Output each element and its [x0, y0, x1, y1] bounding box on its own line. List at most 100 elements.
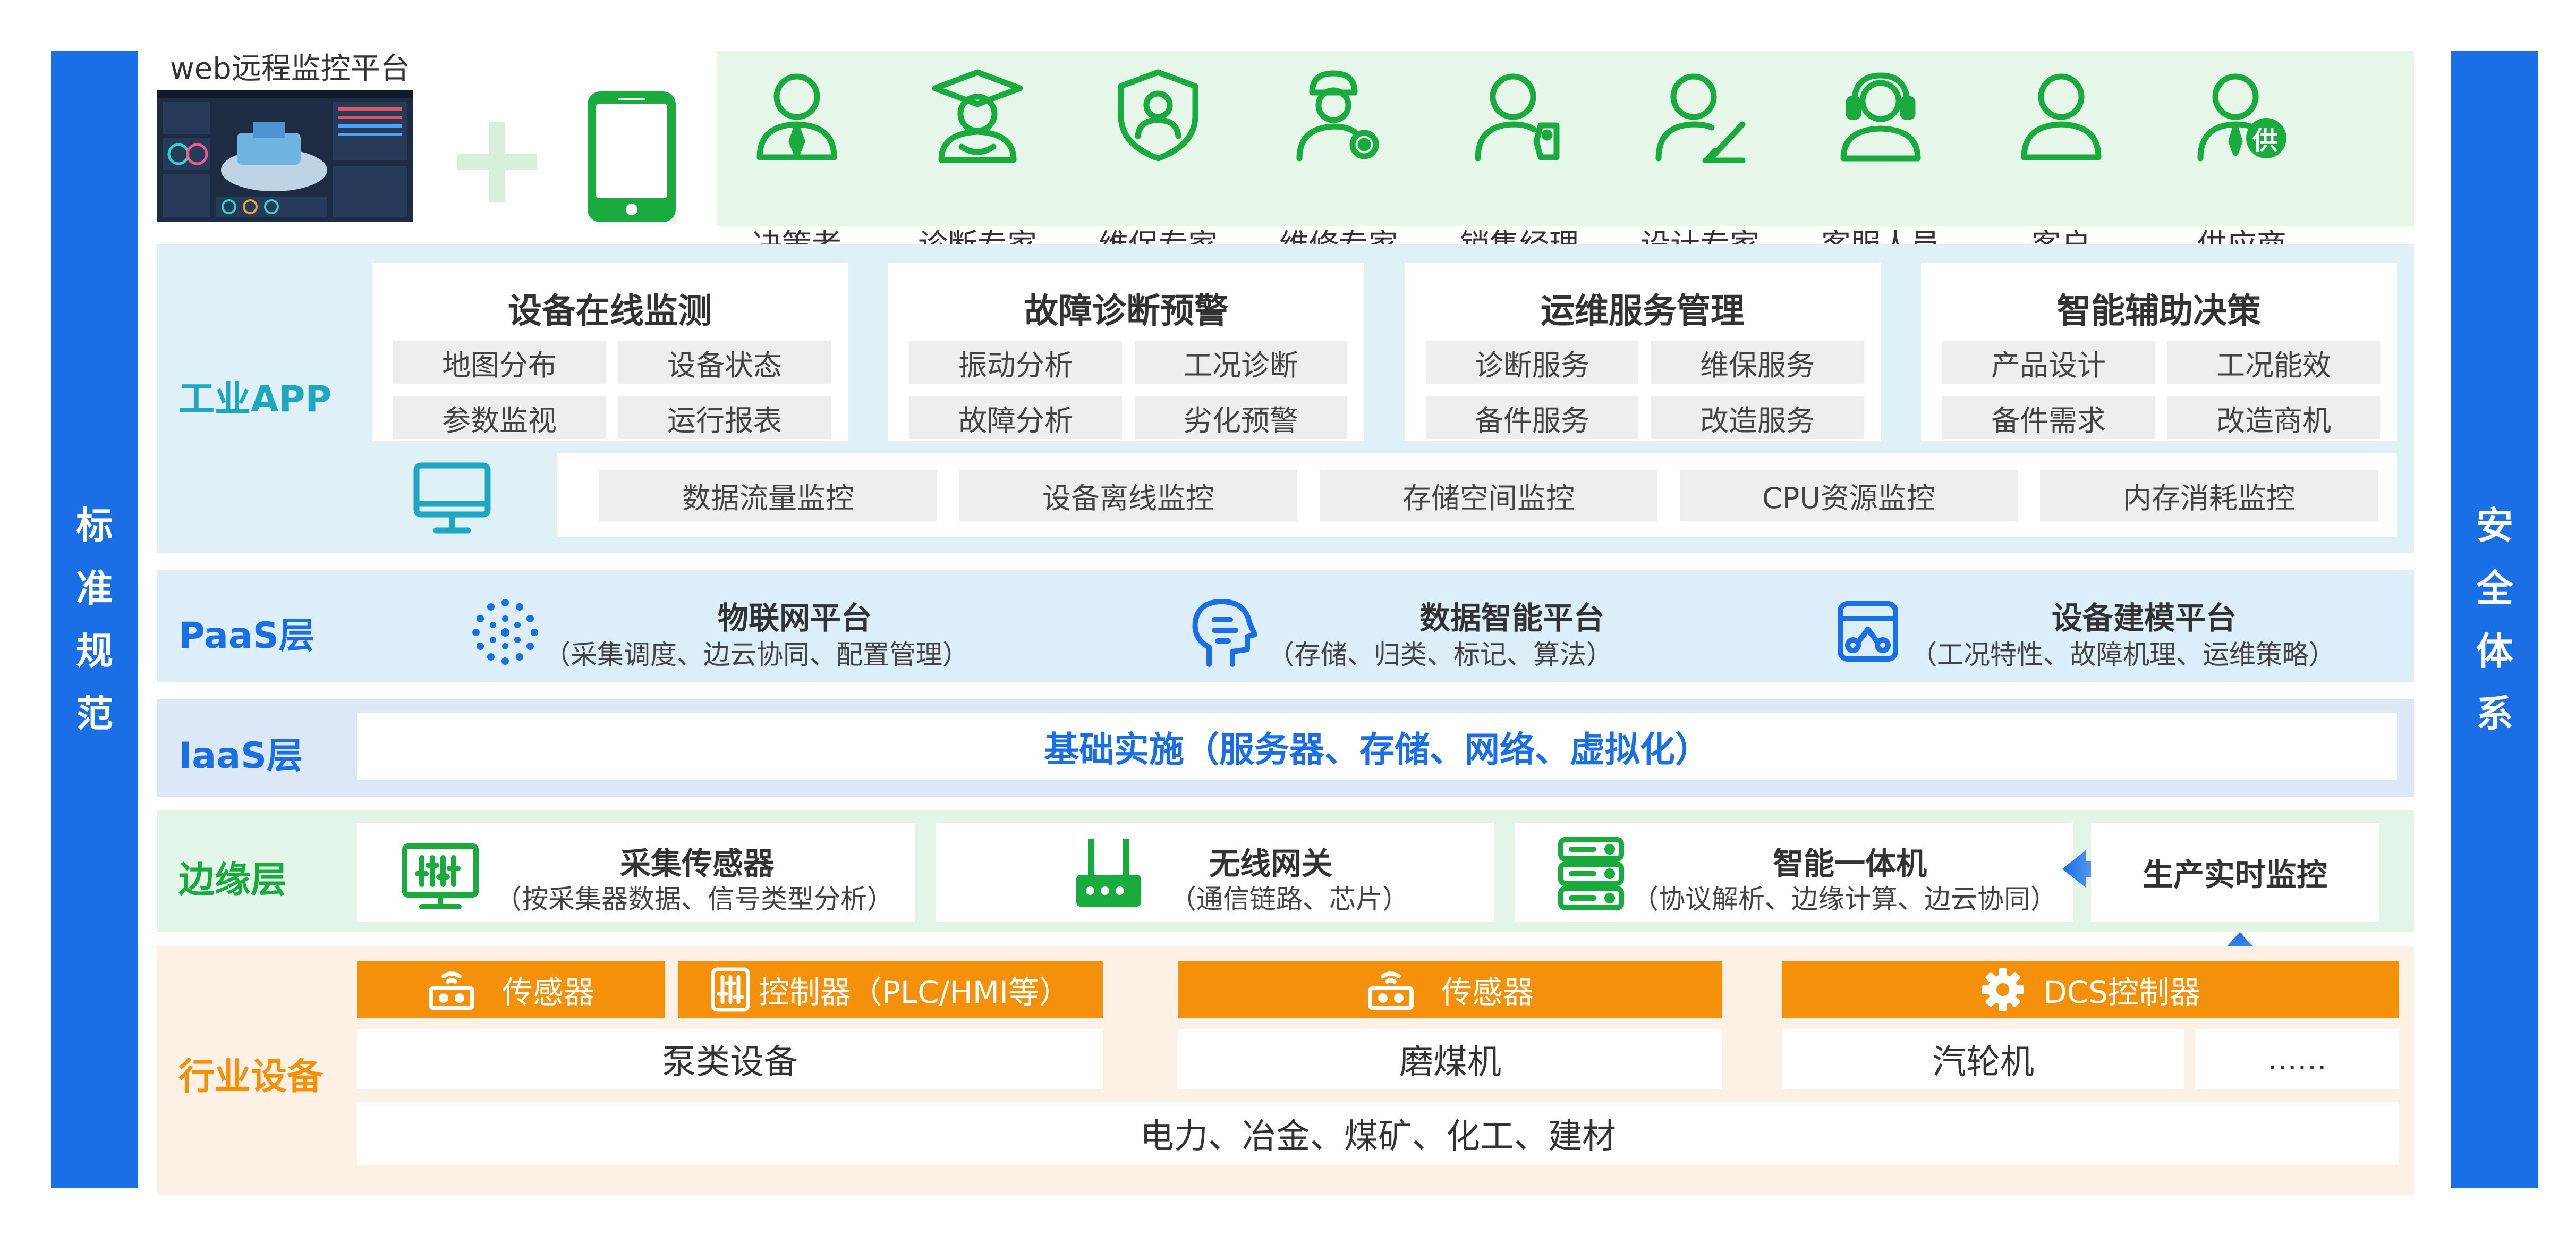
- layer-label-devices: 行业设备: [178, 1056, 324, 1098]
- module-item[interactable]: 维保服务: [1651, 341, 1864, 384]
- standards-char: 准: [76, 567, 113, 610]
- device-bar-label: DCS控制器: [2043, 974, 2200, 1010]
- system-monitor-item[interactable]: CPU资源监控: [1680, 470, 2018, 521]
- graduate-cap-icon: [932, 69, 1023, 163]
- role-supplier: 供 供应商: [2162, 51, 2322, 263]
- supplier-icon: [2197, 73, 2286, 162]
- mobile-phone-icon: [588, 91, 676, 224]
- system-monitor-item[interactable]: 存储空间监控: [1320, 470, 1657, 521]
- sensor-icon: [428, 971, 474, 1010]
- designer-icon: [1655, 73, 1746, 163]
- device-modeling-icon: [1836, 599, 1900, 665]
- module-item[interactable]: 改造商机: [2167, 396, 2380, 439]
- edge-item-sub: （通信链路、芯片）: [1170, 884, 1409, 915]
- module-item[interactable]: 改造服务: [1651, 396, 1864, 439]
- industries-bar: 电力、冶金、煤矿、化工、建材: [357, 1102, 2399, 1165]
- role-customer-service: 客服人员: [1801, 51, 1960, 263]
- module-item[interactable]: 诊断服务: [1426, 341, 1638, 384]
- module-title: 运维服务管理: [1541, 292, 1745, 331]
- module-item[interactable]: 产品设计: [1942, 341, 2155, 384]
- decision-maker-icon: [756, 73, 837, 160]
- paas-platform-title: 设备建模平台: [2051, 600, 2237, 636]
- device-bar-sensor: 传感器: [357, 961, 665, 1018]
- module-title: 设备在线监测: [508, 292, 712, 331]
- security-char: 全: [2476, 567, 2513, 610]
- edge-item-sensor: 采集传感器 （按采集器数据、信号类型分析）: [357, 823, 915, 922]
- device-bar-label: 控制器（PLC/HMI等）: [758, 974, 1070, 1010]
- equipment-pump: 泵类设备: [357, 1029, 1103, 1089]
- layer-label-paas: PaaS层: [178, 615, 315, 657]
- module-card-om-service: 运维服务管理 诊断服务 维保服务 备件服务 改造服务: [1405, 263, 1881, 441]
- module-item[interactable]: 地图分布: [393, 341, 606, 384]
- web-platform-label: web远程监控平台: [170, 52, 410, 86]
- security-char: 安: [2476, 504, 2513, 547]
- shield-person-icon: [1118, 69, 1198, 162]
- paas-platform-sub: （工况特性、故障机理、运维策略）: [1910, 639, 2335, 670]
- module-card-decision-support: 智能辅助决策 产品设计 工况能效 备件需求 改造商机: [1921, 263, 2397, 441]
- security-char: 体: [2476, 629, 2513, 673]
- standards-sidebar: 标 准 规 范: [51, 51, 138, 1188]
- layer-label-app: 工业APP: [178, 378, 332, 420]
- role-repair-expert: 维修专家: [1259, 51, 1418, 263]
- standards-char: 标: [76, 504, 113, 547]
- module-item[interactable]: 参数监视: [393, 396, 606, 439]
- edge-item-gateway: 无线网关 （通信链路、芯片）: [936, 823, 1494, 922]
- device-bar-label: 传感器: [501, 974, 594, 1010]
- module-item[interactable]: 设备状态: [618, 341, 831, 384]
- industry-devices-band: 行业设备 传感器 控制器（PLC/HMI等） 传感器: [157, 946, 2414, 1195]
- module-item[interactable]: 工况能效: [2167, 341, 2380, 384]
- data-intelligence-icon: [1188, 596, 1260, 671]
- device-bar-controller: 控制器（PLC/HMI等）: [678, 961, 1103, 1018]
- server-stack-icon: [1557, 837, 1626, 913]
- module-title: 智能辅助决策: [2057, 292, 2261, 331]
- repair-worker-icon: [1296, 70, 1379, 162]
- supplier-badge: 供: [2252, 126, 2278, 156]
- module-item[interactable]: 工况诊断: [1135, 341, 1347, 384]
- role-maintenance-expert: 维保专家: [1078, 51, 1238, 263]
- edge-item-title: 采集传感器: [619, 846, 774, 882]
- plus-icon: [457, 122, 537, 204]
- web-platform-screenshot: [157, 90, 413, 222]
- paas-platform-title: 数据智能平台: [1419, 600, 1604, 636]
- system-monitor-card: 数据流量监控 设备离线监控 存储空间监控 CPU资源监控 内存消耗监控: [557, 453, 2397, 537]
- module-item[interactable]: 备件需求: [1942, 396, 2155, 439]
- role-design-expert: 设计专家: [1620, 51, 1780, 263]
- security-char: 系: [2476, 692, 2513, 736]
- edge-item-sub: （按采集器数据、信号类型分析）: [495, 884, 894, 915]
- edge-band: 边缘层 采集传感器 （按采集器数据、信号类型分析） 无线网关 （通信链路、芯片）: [157, 810, 2414, 932]
- system-monitor-item[interactable]: 设备离线监控: [959, 470, 1297, 521]
- layer-label-iaas: IaaS层: [178, 735, 303, 777]
- module-item[interactable]: 运行报表: [618, 396, 831, 439]
- module-item[interactable]: 振动分析: [909, 341, 1122, 384]
- gear-icon: [1982, 968, 2024, 1011]
- equipment-coal-mill: 磨煤机: [1178, 1029, 1722, 1089]
- module-item[interactable]: 劣化预警: [1135, 396, 1347, 439]
- iot-platform-icon: [471, 597, 540, 669]
- standards-char: 范: [76, 692, 113, 736]
- device-bar-label: 传感器: [1441, 974, 1534, 1010]
- equipment-more: ……: [2195, 1029, 2399, 1089]
- security-sidebar: 安 全 体 系: [2451, 51, 2538, 1188]
- iaas-band: IaaS层 基础实施（服务器、存储、网络、虚拟化）: [157, 699, 2414, 797]
- role-sales-manager: 销售经理: [1440, 51, 1599, 263]
- layer-label-edge: 边缘层: [178, 859, 287, 901]
- edge-item-sub: （协议解析、边缘计算、边云协同）: [1632, 884, 2057, 915]
- monitor-icon: [412, 461, 492, 538]
- paas-platform-sub: （存储、归类、标记、算法）: [1268, 639, 1613, 670]
- production-monitoring-box: 生产实时监控: [2091, 823, 2379, 922]
- role-customer: 客户: [1982, 51, 2141, 263]
- customer-icon: [2021, 73, 2102, 160]
- signal-acquisition-icon: [401, 842, 480, 913]
- standards-char: 规: [76, 629, 113, 673]
- sensor-icon: [1367, 971, 1414, 1010]
- system-monitor-item[interactable]: 数据流量监控: [599, 470, 937, 521]
- system-monitor-item[interactable]: 内存消耗监控: [2040, 470, 2378, 521]
- paas-platform-sub: （采集调度、边云协同、配置管理）: [544, 639, 969, 670]
- module-item[interactable]: 故障分析: [909, 396, 1122, 439]
- edge-item-title: 智能一体机: [1772, 846, 1927, 882]
- module-item[interactable]: 备件服务: [1426, 396, 1638, 439]
- module-card-device-monitoring: 设备在线监测 地图分布 设备状态 参数监视 运行报表: [372, 263, 848, 441]
- headset-agent-icon: [1840, 72, 1921, 162]
- sales-person-icon: [1475, 73, 1560, 162]
- paas-band: PaaS层 物联网平台 （采集调度、边云协同、配置管理） 数据智能平台 （存储、…: [157, 570, 2414, 682]
